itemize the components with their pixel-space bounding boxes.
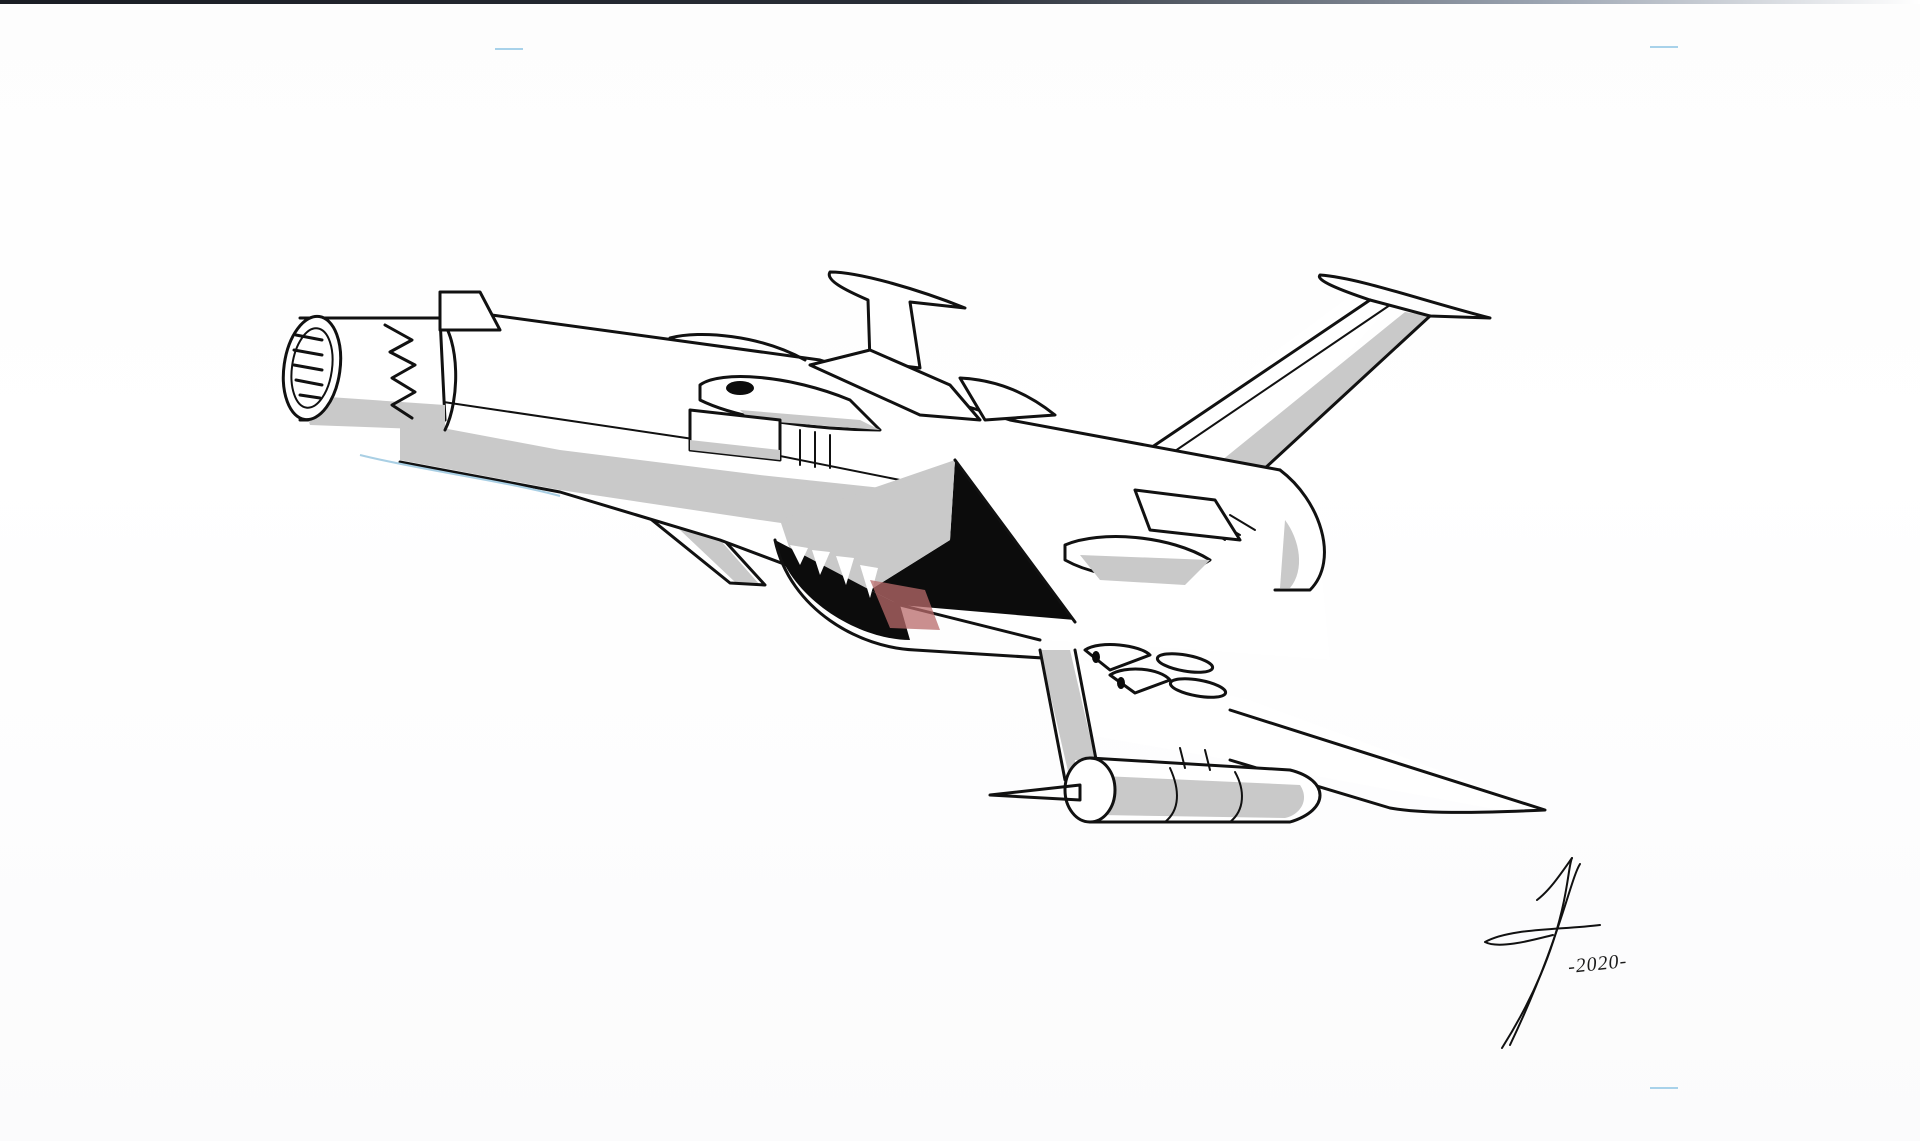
drop-tank <box>988 747 1322 824</box>
registration-mark-bottom-right <box>1650 1087 1678 1089</box>
upper-wing <box>1128 273 1492 484</box>
artist-signature <box>1484 857 1601 1049</box>
ventral-guns <box>1083 643 1228 699</box>
intake-pod-upper <box>698 375 882 432</box>
lower-wing <box>1038 648 1547 814</box>
nose-side-pod <box>1063 488 1256 585</box>
registration-mark-top-left <box>495 48 523 50</box>
canopy <box>668 333 1057 422</box>
shark-teeth <box>790 545 878 598</box>
intake-pod-lower <box>688 408 831 469</box>
nose-intake <box>1273 468 1326 592</box>
shark-mouth <box>773 458 1077 662</box>
dorsal-fin <box>827 270 967 370</box>
engine-nozzle <box>281 314 458 432</box>
registration-mark-top-right <box>1650 46 1678 48</box>
scan-top-edge <box>0 0 1920 4</box>
fuselage <box>345 310 1330 660</box>
nozzle-vanes <box>292 333 324 400</box>
rear-small-fin <box>438 290 502 332</box>
